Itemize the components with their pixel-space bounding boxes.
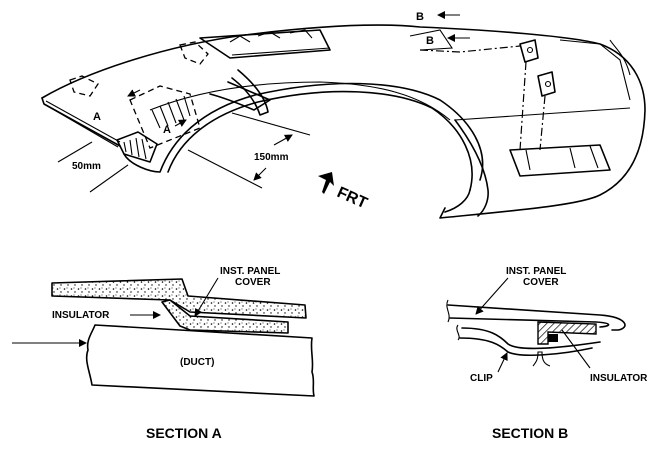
section-b-insulator-label: INSULATOR (590, 373, 648, 384)
section-b-clip-label: CLIP (470, 373, 493, 384)
instrument-panel-view (41, 24, 646, 219)
front-label: FRT (334, 184, 370, 212)
dimension-50mm: 50mm (57, 141, 129, 193)
section-a-markers: A A (93, 89, 187, 136)
insulator-zone-a (129, 85, 201, 149)
bracket-upper (519, 39, 539, 63)
section-a-detail: INST. PANEL COVER INSULATOR (DUCT) SECTI… (12, 266, 315, 441)
dimension-150mm: 150mm (187, 112, 311, 189)
panel-cover-a (51, 278, 307, 319)
section-a-marker-upper: A (93, 111, 101, 123)
insulator-b (537, 321, 597, 345)
insulator-a (161, 299, 289, 334)
duct-a (85, 324, 315, 397)
section-b-caption: SECTION B (492, 425, 568, 441)
section-b-markers: B B (416, 11, 470, 47)
section-a-insulator-label: INSULATOR (52, 310, 110, 321)
section-a-caption: SECTION A (146, 425, 222, 441)
section-b-detail: INST. PANEL COVER CLIP INSULATOR SECTION… (446, 266, 648, 441)
section-a-duct-label: (DUCT) (180, 357, 214, 368)
panel-outline (41, 24, 646, 219)
section-b-cover-label-line1: INST. PANEL (506, 266, 566, 277)
clip-b (461, 327, 601, 350)
section-b-marker-lower: B (426, 35, 434, 47)
section-a-cover-label-line1: INST. PANEL (220, 266, 280, 277)
vent-grille (116, 131, 158, 163)
front-indicator: FRT (318, 172, 370, 212)
section-a-marker-lower: A (163, 124, 171, 136)
front-arrow-icon (318, 172, 334, 194)
bracket-lower (537, 71, 556, 97)
section-b-cover-label-line2: COVER (523, 277, 559, 288)
section-a-cover-label-line2: COVER (235, 277, 271, 288)
dimension-50mm-label: 50mm (72, 161, 101, 172)
section-b-marker-upper: B (416, 11, 424, 23)
panel-cover-b (447, 304, 626, 331)
dimension-150mm-label: 150mm (254, 152, 289, 163)
